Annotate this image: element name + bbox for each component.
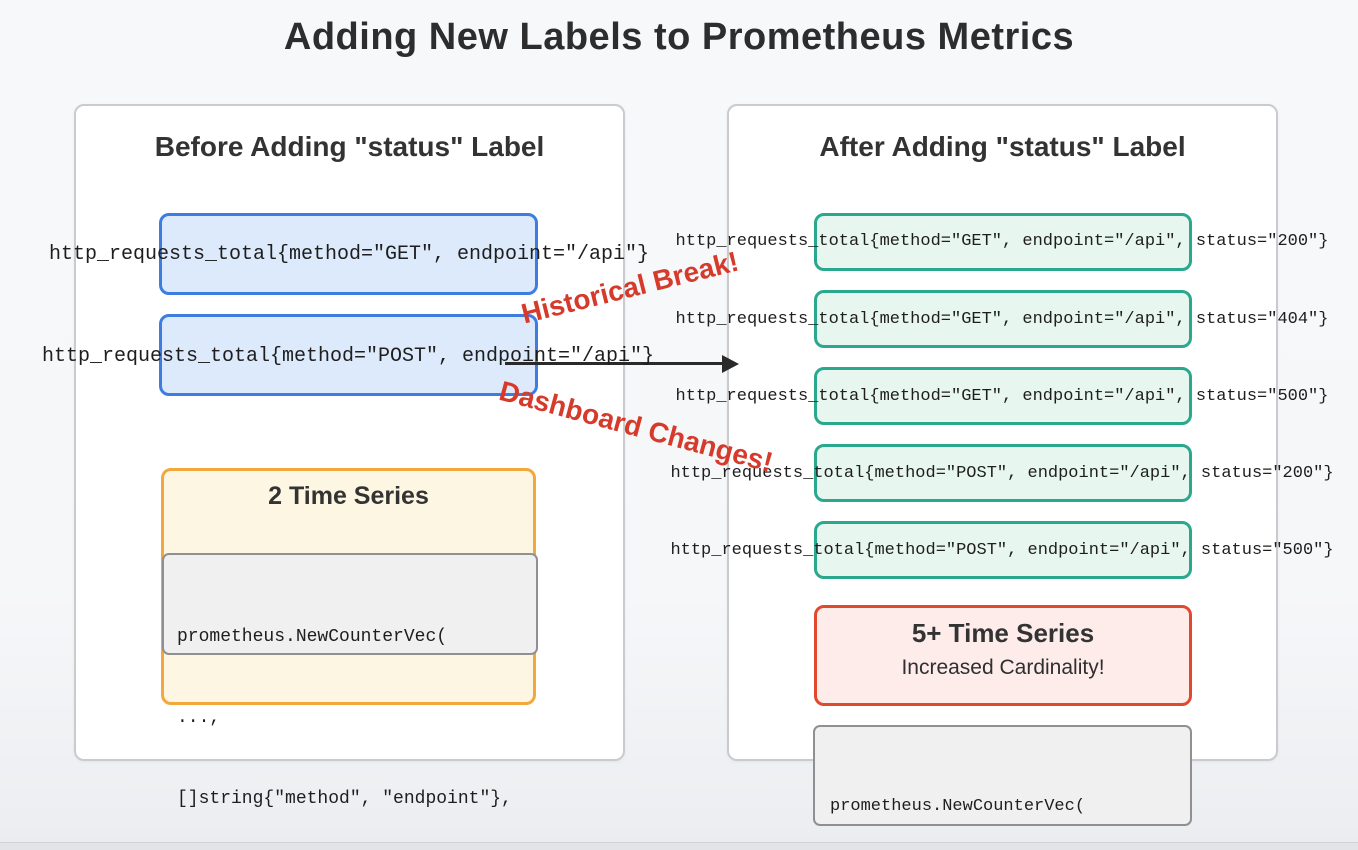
after-panel-heading: After Adding "status" Label xyxy=(819,131,1186,162)
transition-arrow-head xyxy=(722,355,739,373)
transition-arrow-line xyxy=(505,362,725,365)
before-code-block: prometheus.NewCounterVec( ..., []string{… xyxy=(177,570,512,850)
code-line: []string{"method", "endpoint"}, xyxy=(177,789,512,809)
after-summary-subtitle: Increased Cardinality! xyxy=(901,656,1105,679)
code-line: ..., xyxy=(177,708,221,728)
after-metric-text-post-500: http_requests_total{method="POST", endpo… xyxy=(670,541,1334,560)
after-metric-node-get-500 xyxy=(814,367,1192,425)
after-metric-node-get-404 xyxy=(814,290,1192,348)
after-summary-node xyxy=(814,605,1192,706)
before-metric-text-post: http_requests_total{method="POST", endpo… xyxy=(41,345,655,368)
after-metric-text-post-200: http_requests_total{method="POST", endpo… xyxy=(670,464,1334,483)
after-metric-text-get-200: http_requests_total{method="GET", endpoi… xyxy=(675,232,1329,251)
before-metric-node-post xyxy=(159,314,538,396)
after-metric-node-post-500 xyxy=(814,521,1192,579)
after-summary-title: 5+ Time Series xyxy=(911,618,1095,648)
footer-band xyxy=(0,842,1358,850)
after-metric-text-get-500: http_requests_total{method="GET", endpoi… xyxy=(675,387,1329,406)
before-metric-text-get: http_requests_total{method="GET", endpoi… xyxy=(48,243,650,266)
before-panel-heading: Before Adding "status" Label xyxy=(154,131,545,162)
after-metric-node-get-200 xyxy=(814,213,1192,271)
code-line: prometheus.NewCounterVec( xyxy=(830,797,1086,816)
page-title: Adding New Labels to Prometheus Metrics xyxy=(283,16,1075,58)
before-summary-title: 2 Time Series xyxy=(268,482,429,510)
after-metric-text-get-404: http_requests_total{method="GET", endpoi… xyxy=(675,310,1329,329)
after-code-block: prometheus.NewCounterVec( ..., []string{… xyxy=(830,738,1238,850)
after-metric-node-post-200 xyxy=(814,444,1192,502)
before-metric-node-get xyxy=(159,213,538,295)
code-line: prometheus.NewCounterVec( xyxy=(177,627,448,647)
after-code-box xyxy=(813,725,1192,826)
before-code-box xyxy=(162,553,538,655)
